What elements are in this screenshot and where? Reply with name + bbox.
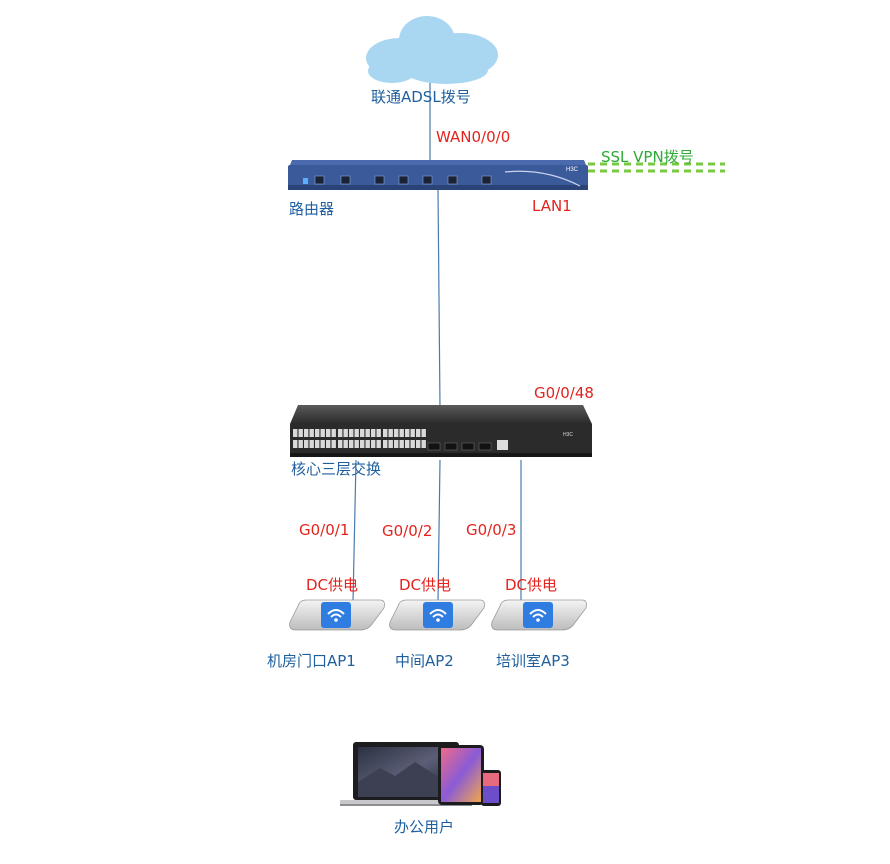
- router-lan-port-label: LAN1: [532, 197, 572, 215]
- ap1-label: 机房门口AP1: [267, 652, 356, 670]
- switch-port: [354, 429, 359, 437]
- switch-ap1-port-label: G0/0/1: [299, 521, 350, 539]
- switch-port: [331, 440, 336, 448]
- switch-port: [383, 440, 388, 448]
- switch-port: [293, 429, 298, 437]
- ap3-power-label: DC供电: [505, 576, 558, 594]
- switch-port: [410, 429, 415, 437]
- switch-port: [293, 440, 298, 448]
- switch-port: [309, 440, 314, 448]
- ap2-device: [389, 599, 485, 631]
- wireless-ap-icon: [491, 599, 587, 631]
- switch-port: [349, 429, 354, 437]
- switch-port: [416, 429, 421, 437]
- switch-port: [320, 429, 325, 437]
- router-wan-port-label: WAN0/0/0: [436, 128, 511, 146]
- switch-port: [326, 440, 331, 448]
- switch-port: [338, 440, 343, 448]
- switch-port: [388, 440, 393, 448]
- link-switch-ap2: [437, 459, 441, 603]
- ap3-label: 培训室AP3: [496, 652, 570, 670]
- switch-brand: H3C: [563, 432, 573, 438]
- switch-port: [338, 429, 343, 437]
- switch-port: [399, 440, 404, 448]
- switch-port: [365, 429, 370, 437]
- ap1-device: [289, 599, 385, 631]
- switch-port: [326, 429, 331, 437]
- switch-label: 核心三层交换: [291, 460, 382, 478]
- tablet-icon: [438, 745, 484, 805]
- link-switch-ap1: [352, 459, 357, 603]
- router-label: 路由器: [289, 200, 335, 218]
- switch-port: [371, 440, 376, 448]
- switch-port: [320, 440, 325, 448]
- router-icon: H3C: [288, 160, 588, 190]
- switch-port: [388, 429, 393, 437]
- switch-port: [405, 440, 410, 448]
- switch-icon: H3C: [290, 405, 592, 457]
- switch-port: [360, 440, 365, 448]
- vpn-dashed-link: [588, 162, 725, 173]
- switch-port: [309, 429, 314, 437]
- switch-port: [371, 429, 376, 437]
- switch-port: [360, 429, 365, 437]
- wireless-ap-icon: [389, 599, 485, 631]
- switch-ap2-port-label: G0/0/2: [382, 522, 433, 540]
- ap1-power-label: DC供电: [306, 576, 359, 594]
- cloud-icon: [366, 16, 498, 84]
- switch-port: [331, 429, 336, 437]
- switch-port: [315, 429, 320, 437]
- switch-port: [365, 440, 370, 448]
- switch-uplink-port-label: G0/0/48: [534, 384, 594, 402]
- users-label: 办公用户: [394, 818, 455, 836]
- switch-port: [304, 429, 309, 437]
- switch-port: [394, 440, 399, 448]
- switch-port: [376, 440, 381, 448]
- switch-port: [399, 429, 404, 437]
- ap2-power-label: DC供电: [399, 576, 452, 594]
- vpn-label: SSL VPN拨号: [601, 148, 694, 166]
- switch-port: [394, 429, 399, 437]
- devices-icon: [340, 742, 501, 806]
- switch-port: [410, 440, 415, 448]
- router-brand: H3C: [566, 167, 579, 173]
- switch-port: [383, 429, 388, 437]
- switch-port: [354, 440, 359, 448]
- switch-port: [304, 440, 309, 448]
- switch-port: [421, 429, 426, 437]
- wireless-ap-icon: [289, 599, 385, 631]
- internet-label: 联通ADSL拨号: [371, 88, 471, 106]
- switch-port: [416, 440, 421, 448]
- switch-port: [298, 429, 303, 437]
- switch-port: [343, 440, 348, 448]
- switch-ap3-port-label: G0/0/3: [466, 521, 517, 539]
- switch-port: [343, 429, 348, 437]
- link-router-switch: [437, 189, 441, 409]
- ap2-label: 中间AP2: [395, 652, 454, 670]
- ap3-device: [491, 599, 587, 631]
- switch-port: [405, 429, 410, 437]
- switch-port: [315, 440, 320, 448]
- switch-port: [421, 440, 426, 448]
- switch-port: [298, 440, 303, 448]
- switch-port: [376, 429, 381, 437]
- switch-port: [349, 440, 354, 448]
- phone-icon: [481, 770, 501, 806]
